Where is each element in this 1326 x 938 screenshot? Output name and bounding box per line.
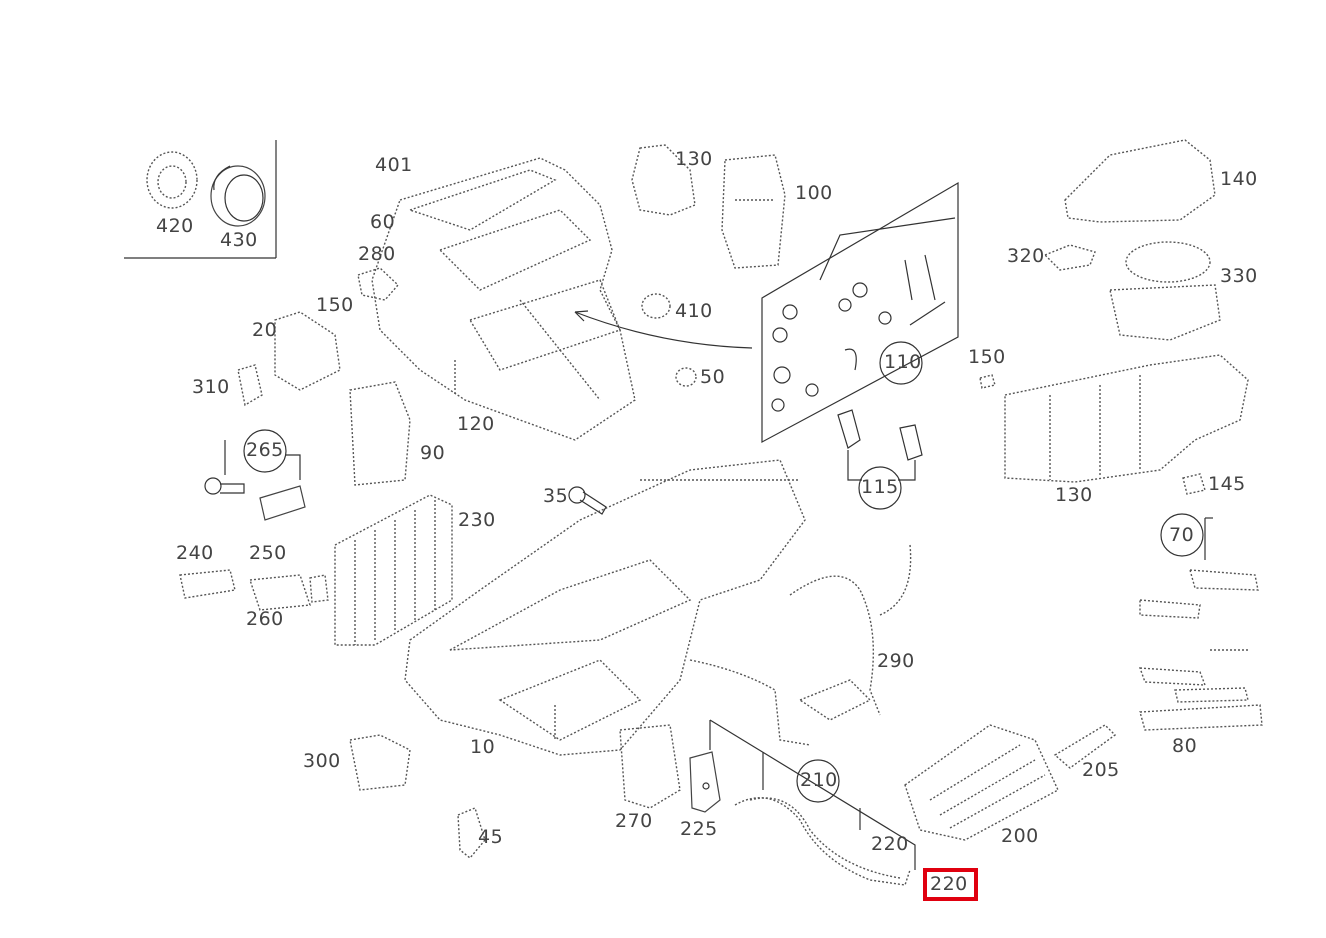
label-230[interactable]: 230 bbox=[458, 509, 496, 531]
label-120[interactable]: 120 bbox=[457, 413, 495, 435]
label-420[interactable]: 420 bbox=[156, 215, 194, 237]
kit-pointer-arrow bbox=[574, 311, 753, 349]
label-220-upper[interactable]: 220 bbox=[871, 833, 909, 855]
highlight-box bbox=[923, 868, 978, 901]
part-270 bbox=[619, 724, 681, 809]
callout-265-circle bbox=[243, 429, 287, 473]
label-240[interactable]: 240 bbox=[176, 542, 214, 564]
label-265[interactable]: 265 bbox=[246, 439, 284, 461]
label-150-left[interactable]: 150 bbox=[316, 294, 354, 316]
part-35-bolt bbox=[568, 486, 607, 515]
part-130-top bbox=[631, 144, 696, 216]
label-320[interactable]: 320 bbox=[1007, 245, 1045, 267]
label-20[interactable]: 20 bbox=[252, 319, 278, 341]
part-320 bbox=[1043, 244, 1096, 271]
part-205 bbox=[1053, 724, 1117, 769]
label-200[interactable]: 200 bbox=[1001, 825, 1039, 847]
part-140 bbox=[1064, 139, 1216, 223]
part-50 bbox=[675, 367, 697, 387]
label-270[interactable]: 270 bbox=[615, 810, 653, 832]
part-110-kit-panel bbox=[761, 181, 959, 444]
part-80 bbox=[1138, 667, 1263, 731]
part-430-cap bbox=[210, 165, 266, 227]
part-230-radiator bbox=[334, 494, 453, 646]
label-70[interactable]: 70 bbox=[1169, 524, 1195, 546]
label-130-block[interactable]: 130 bbox=[1055, 484, 1093, 506]
part-145 bbox=[1182, 473, 1206, 495]
part-mid-hose bbox=[689, 659, 872, 746]
label-10[interactable]: 10 bbox=[470, 736, 496, 758]
label-220-highlighted[interactable]: 220 bbox=[930, 873, 968, 895]
label-145[interactable]: 145 bbox=[1208, 473, 1246, 495]
label-35[interactable]: 35 bbox=[543, 485, 569, 507]
part-45 bbox=[457, 807, 486, 859]
part-220-hose bbox=[734, 797, 911, 886]
label-280[interactable]: 280 bbox=[358, 243, 396, 265]
label-115[interactable]: 115 bbox=[861, 476, 899, 498]
label-401[interactable]: 401 bbox=[375, 154, 413, 176]
label-80[interactable]: 80 bbox=[1172, 735, 1198, 757]
part-290-hose bbox=[789, 544, 912, 716]
label-250[interactable]: 250 bbox=[249, 542, 287, 564]
part-10-main-block bbox=[404, 459, 806, 756]
label-110[interactable]: 110 bbox=[884, 351, 922, 373]
label-330[interactable]: 330 bbox=[1220, 265, 1258, 287]
label-140[interactable]: 140 bbox=[1220, 168, 1258, 190]
part-100 bbox=[721, 154, 786, 269]
callout-210-leaders bbox=[709, 719, 916, 870]
part-130-block bbox=[1004, 354, 1249, 483]
callout-115-circle bbox=[858, 466, 902, 510]
part-115 bbox=[837, 409, 923, 481]
label-90[interactable]: 90 bbox=[420, 442, 446, 464]
part-20 bbox=[274, 311, 341, 391]
part-70 bbox=[1139, 517, 1259, 651]
label-410[interactable]: 410 bbox=[675, 300, 713, 322]
label-210[interactable]: 210 bbox=[800, 769, 838, 791]
part-90 bbox=[349, 381, 411, 486]
label-225[interactable]: 225 bbox=[680, 818, 718, 840]
label-100[interactable]: 100 bbox=[795, 182, 833, 204]
part-420-ring bbox=[146, 151, 198, 209]
part-225-bracket bbox=[689, 751, 721, 813]
label-290[interactable]: 290 bbox=[877, 650, 915, 672]
part-265 bbox=[204, 440, 306, 521]
label-130-top[interactable]: 130 bbox=[675, 148, 713, 170]
part-410 bbox=[641, 293, 671, 319]
inset-frame bbox=[124, 140, 277, 259]
part-280 bbox=[357, 267, 399, 301]
label-60[interactable]: 60 bbox=[370, 211, 396, 233]
part-330 bbox=[1109, 241, 1221, 341]
callout-70-circle bbox=[1160, 513, 1204, 557]
callout-110-circle bbox=[879, 341, 923, 385]
label-45[interactable]: 45 bbox=[478, 826, 504, 848]
part-310 bbox=[237, 364, 263, 407]
label-300[interactable]: 300 bbox=[303, 750, 341, 772]
part-upper-block bbox=[371, 157, 636, 441]
label-50[interactable]: 50 bbox=[700, 366, 726, 388]
part-200-grille bbox=[904, 724, 1059, 841]
part-240-260 bbox=[179, 569, 329, 611]
label-150-right[interactable]: 150 bbox=[968, 346, 1006, 368]
label-310[interactable]: 310 bbox=[192, 376, 230, 398]
callout-210-circle bbox=[796, 759, 840, 803]
part-300 bbox=[349, 734, 411, 791]
label-205[interactable]: 205 bbox=[1082, 759, 1120, 781]
label-260[interactable]: 260 bbox=[246, 608, 284, 630]
label-430[interactable]: 430 bbox=[220, 229, 258, 251]
part-150-small bbox=[979, 374, 996, 389]
